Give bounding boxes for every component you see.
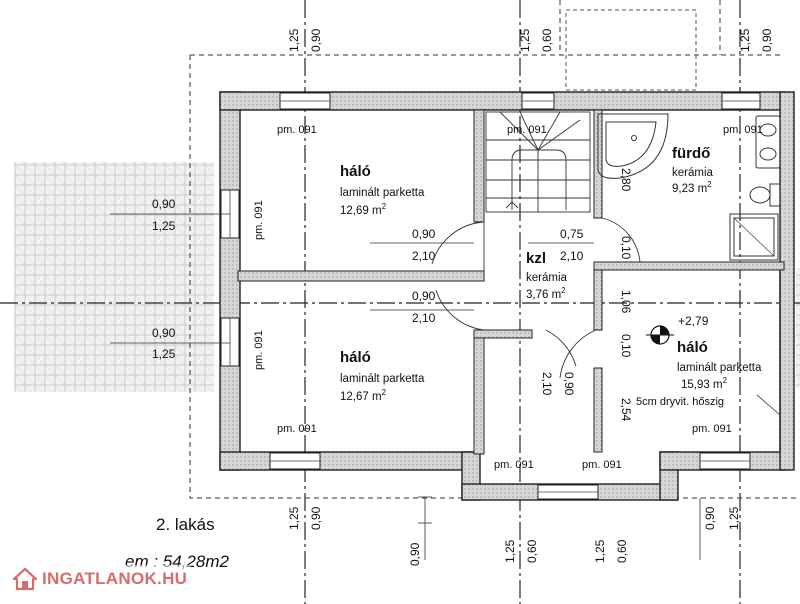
dimension-label: 2,54 <box>619 398 633 422</box>
dimension-label: 0,90 <box>412 289 436 303</box>
room-floor: kerámia <box>526 272 568 284</box>
dimension-label: 0,90 <box>412 227 436 241</box>
dimension-label: 0,75 <box>560 227 584 241</box>
room-name: fürdő <box>672 145 710 162</box>
dimension-label: 2,10 <box>412 249 436 263</box>
dimension-labels-left: 0,90 1,25 0,90 1,25 <box>152 197 176 361</box>
dimension-label: 1,25 <box>727 506 741 530</box>
wall-insulation-note: 5cm dryvit. hőszig <box>636 396 724 408</box>
dimension-label: 1,25 <box>287 506 301 530</box>
dimension-label: 1,25 <box>287 28 301 52</box>
parapet-label: pm. 091 <box>507 124 547 136</box>
dimension-label: 1,25 <box>518 28 532 52</box>
dimension-labels-bottom: 1,25 0,90 0,90 1,25 0,60 1,25 0,60 0,90 … <box>287 506 741 566</box>
room-halo-right: háló laminált parketta 15,93 m2 <box>677 339 762 391</box>
dimension-label: 0,90 <box>309 28 323 52</box>
dimension-label: 2,10 <box>560 249 584 263</box>
room-name: háló <box>340 163 371 180</box>
parapet-label: pm. 091 <box>723 124 763 136</box>
room-area: 15,93 m2 <box>681 376 728 391</box>
room-floor: kerámia <box>672 167 714 179</box>
terrace-left <box>14 162 214 392</box>
dimension-label: 1,25 <box>738 28 752 52</box>
room-halo-bottom: háló laminált parketta 12,67 m2 <box>340 349 425 403</box>
dimension-label: 2,10 <box>540 372 554 396</box>
level-label: +2,79 <box>678 314 709 328</box>
dimension-label: 1,25 <box>152 219 176 233</box>
dimension-labels-doors: 0,90 2,10 0,90 2,10 0,75 2,10 2,80 0,10 … <box>412 168 633 422</box>
door-swings <box>431 217 641 379</box>
room-area: 12,67 m2 <box>340 388 387 403</box>
dimension-label: 0,60 <box>615 539 629 563</box>
room-floor: laminált parketta <box>677 362 762 374</box>
room-furdo: fürdő kerámia 9,23 m2 <box>672 145 714 195</box>
room-kzl: kzl kerámia 3,76 m2 <box>526 250 568 301</box>
dimension-label: 1,06 <box>619 290 633 314</box>
room-floor: laminált parketta <box>340 373 425 385</box>
parapet-label: pm. 091 <box>692 423 732 435</box>
dimension-labels-top: 1,25 0,90 1,25 0,60 1,25 0,90 <box>287 28 774 52</box>
terrace-right <box>796 268 800 388</box>
apartment-label: 2. lakás <box>156 515 215 534</box>
dimension-label: 0,60 <box>525 539 539 563</box>
house-logo-icon <box>12 567 38 591</box>
dimension-label: 0,90 <box>703 506 717 530</box>
parapet-label: pm. 091 <box>253 330 265 370</box>
room-halo-top: háló laminált parketta 12,69 m2 <box>340 163 425 217</box>
level-marker <box>646 325 674 345</box>
watermark-text: INGATLANOK.HU <box>42 569 188 588</box>
parapet-label: pm. 091 <box>582 459 622 471</box>
parapet-label: pm. 091 <box>253 200 265 240</box>
room-name: háló <box>677 339 708 356</box>
dimension-label: 1,25 <box>503 539 517 563</box>
room-area: 12,69 m2 <box>340 202 387 217</box>
dimension-label: 0,90 <box>309 506 323 530</box>
dimension-label: 0,90 <box>152 197 176 211</box>
room-name: háló <box>340 349 371 366</box>
dimension-label: 2,80 <box>619 168 633 192</box>
dimension-label: 0,90 <box>562 372 576 396</box>
parapet-labels: pm. 091 pm. 091 pm. 091 pm. 091 pm. 091 … <box>253 124 763 471</box>
shower <box>729 213 779 261</box>
lower-floor-outline <box>189 0 800 499</box>
room-floor: laminált parketta <box>340 187 425 199</box>
dimension-label: 0,10 <box>619 236 633 260</box>
dimension-label: 0,60 <box>540 28 554 52</box>
watermark: INGATLANOK.HU <box>8 565 192 593</box>
room-area: 3,76 m2 <box>526 286 566 301</box>
dimension-label: 0,90 <box>760 28 774 52</box>
staircase <box>485 111 591 213</box>
dimension-label: 2,10 <box>412 311 436 325</box>
washbasins <box>755 115 781 169</box>
room-area: 9,23 m2 <box>672 180 712 195</box>
parapet-label: pm. 091 <box>277 423 317 435</box>
parapet-label: pm. 091 <box>277 124 317 136</box>
dimension-lines <box>110 213 781 560</box>
dimension-label: 1,25 <box>152 347 176 361</box>
room-name: kzl <box>526 250 546 267</box>
dimension-label: 0,90 <box>152 326 176 340</box>
dimension-label: 0,10 <box>619 334 633 358</box>
toilet <box>749 183 781 207</box>
dimension-label: 1,25 <box>593 539 607 563</box>
dimension-label: 0,90 <box>408 542 422 566</box>
skylight-outline <box>565 9 697 91</box>
parapet-label: pm. 091 <box>494 459 534 471</box>
bathtub <box>597 113 669 179</box>
